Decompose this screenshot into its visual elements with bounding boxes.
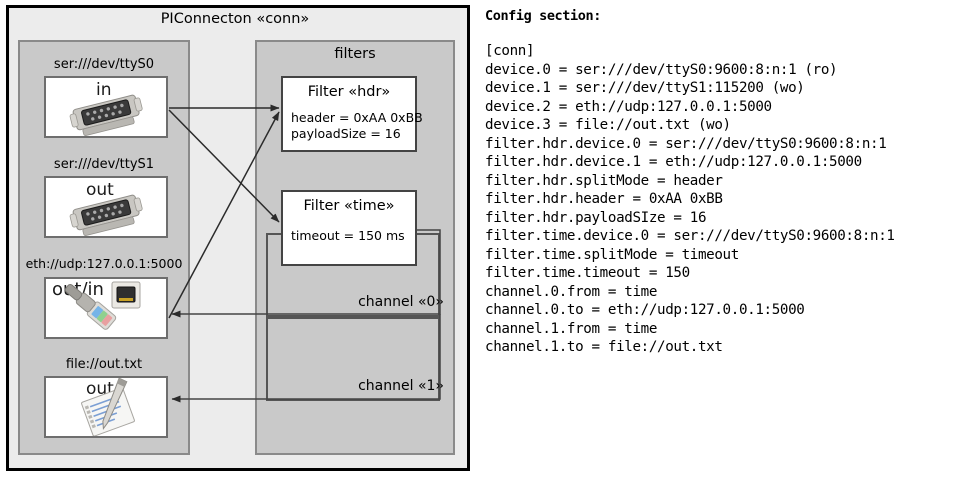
config-line: filter.hdr.payloadSIze = 16 <box>485 209 707 226</box>
config-line: [conn] <box>485 43 535 59</box>
filter-prop: header = 0xAA 0xBB <box>291 110 423 125</box>
filter-card-hdr[interactable]: Filter «hdr» header = 0xAA 0xBB payloadS… <box>281 76 423 152</box>
config-line: device.1 = ser:///dev/ttyS1:115200 (wo) <box>485 80 805 96</box>
config-line: device.0 = ser:///dev/ttyS0:9600:8:n:1 (… <box>485 61 838 78</box>
channel-label-0: channel «0» <box>358 294 444 310</box>
config-line: filter.time.splitMode = timeout <box>485 246 739 263</box>
config-line: channel.0.to = eth://udp:127.0.0.1:5000 <box>485 302 805 318</box>
config-line: filter.hdr.device.1 = eth://udp:127.0.0.… <box>485 154 862 170</box>
device-io-label: in <box>96 80 112 100</box>
edge-eth-to-hdr <box>168 111 280 319</box>
diagram-connectors <box>168 104 441 403</box>
config-line: filter.time.device.0 = ser:///dev/ttyS0:… <box>485 228 895 244</box>
config-line: filter.hdr.header = 0xAA 0xBB <box>485 191 723 207</box>
device-card-ttyS0[interactable]: in <box>44 76 168 138</box>
edge-channel0-to-eth <box>171 229 441 318</box>
config-line: channel.1.from = time <box>485 320 658 337</box>
ethernet-plug-icon <box>64 281 141 330</box>
filter-prop: timeout = 150 ms <box>291 228 405 243</box>
config-line: channel.1.to = file://out.txt <box>485 339 723 355</box>
device-io-label: out <box>86 180 114 200</box>
config-line: channel.0.from = time <box>485 283 658 300</box>
serial-port-icon <box>69 194 143 236</box>
serial-port-icon <box>69 94 143 136</box>
filter-prop: payloadSize = 16 <box>291 126 401 141</box>
edge-channel1-to-file <box>171 314 441 403</box>
channel-box-1 <box>266 317 440 401</box>
config-line: filter.time.timeout = 150 <box>485 265 690 281</box>
config-line: device.3 = file://out.txt (wo) <box>485 117 731 133</box>
edge-ttyS0-to-time <box>168 109 280 223</box>
config-line: filter.hdr.splitMode = header <box>485 172 723 189</box>
config-text-block: [conn] device.0 = ser:///dev/ttyS0:9600:8… <box>485 42 895 357</box>
device-card-ttyS1[interactable]: out <box>44 176 168 238</box>
diagram-panel: PIConnecton «conn» filters channel «0» c… <box>0 0 478 484</box>
filter-title: Filter «hdr» <box>307 84 391 100</box>
config-panel: Config section: [conn] device.0 = ser:///… <box>478 0 964 484</box>
config-line: filter.hdr.device.0 = ser:///dev/ttyS0:9… <box>485 135 887 152</box>
filter-card-time[interactable]: Filter «time» timeout = 150 ms <box>281 190 417 266</box>
config-line: device.2 = eth://udp:127.0.0.1:5000 <box>485 98 772 115</box>
text-file-icon <box>81 378 135 436</box>
channel-label-1: channel «1» <box>358 378 444 394</box>
device-card-file[interactable]: out <box>44 376 168 438</box>
config-heading: Config section: <box>485 8 601 24</box>
device-card-eth[interactable]: out/in <box>44 277 168 339</box>
filter-title: Filter «time» <box>303 198 395 214</box>
